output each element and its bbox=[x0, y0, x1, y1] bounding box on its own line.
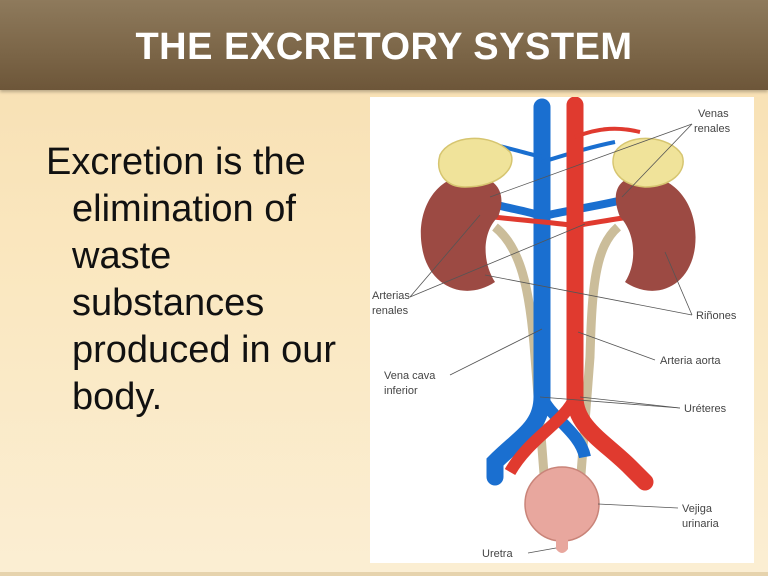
body-line-6: body. bbox=[72, 376, 163, 418]
leader-lines bbox=[409, 123, 693, 554]
body-line-5: produced in our bbox=[72, 329, 337, 371]
label-uretra: Uretra bbox=[482, 548, 513, 560]
excretory-diagram: Venas renales Arterias renales Riñones A… bbox=[370, 97, 754, 563]
bladder bbox=[524, 466, 600, 542]
bottom-divider bbox=[0, 572, 768, 576]
label-arterias-renales-1: Arterias bbox=[372, 290, 410, 302]
label-arteria-aorta: Arteria aorta bbox=[660, 355, 721, 367]
left-iliac-artery bbox=[504, 394, 581, 476]
label-venas-renales-2: renales bbox=[694, 123, 731, 135]
label-vena-cava-1: Vena cava bbox=[384, 370, 436, 382]
body-line-4: substances bbox=[72, 282, 265, 324]
right-adrenal-gland bbox=[612, 137, 684, 188]
right-ureter bbox=[575, 223, 622, 488]
label-venas-renales-1: Venas bbox=[698, 108, 729, 120]
label-rinones: Riñones bbox=[696, 310, 737, 322]
body-text: Excretion is the elimination of waste su… bbox=[46, 139, 376, 421]
body-line-2: elimination of bbox=[72, 188, 296, 230]
left-kidney bbox=[420, 175, 502, 291]
body-line-3: waste bbox=[72, 235, 172, 277]
label-arterias-renales-2: renales bbox=[372, 305, 409, 317]
label-vena-cava-2: inferior bbox=[384, 385, 418, 397]
artery-branch bbox=[574, 126, 641, 139]
right-iliac-vein bbox=[536, 394, 591, 459]
title-bar: THE EXCRETORY SYSTEM bbox=[0, 0, 768, 90]
slide-title: THE EXCRETORY SYSTEM bbox=[135, 26, 633, 68]
label-ureteres: Uréteres bbox=[684, 403, 727, 415]
left-adrenal-gland bbox=[438, 137, 513, 188]
label-vejiga-2: urinaria bbox=[682, 518, 720, 530]
excretory-diagram-svg: Venas renales Arterias renales Riñones A… bbox=[372, 97, 737, 560]
right-kidney bbox=[615, 175, 696, 291]
urethra bbox=[556, 539, 568, 553]
label-vejiga-1: Vejiga bbox=[682, 503, 713, 515]
body-line-1: Excretion is the bbox=[46, 141, 306, 183]
